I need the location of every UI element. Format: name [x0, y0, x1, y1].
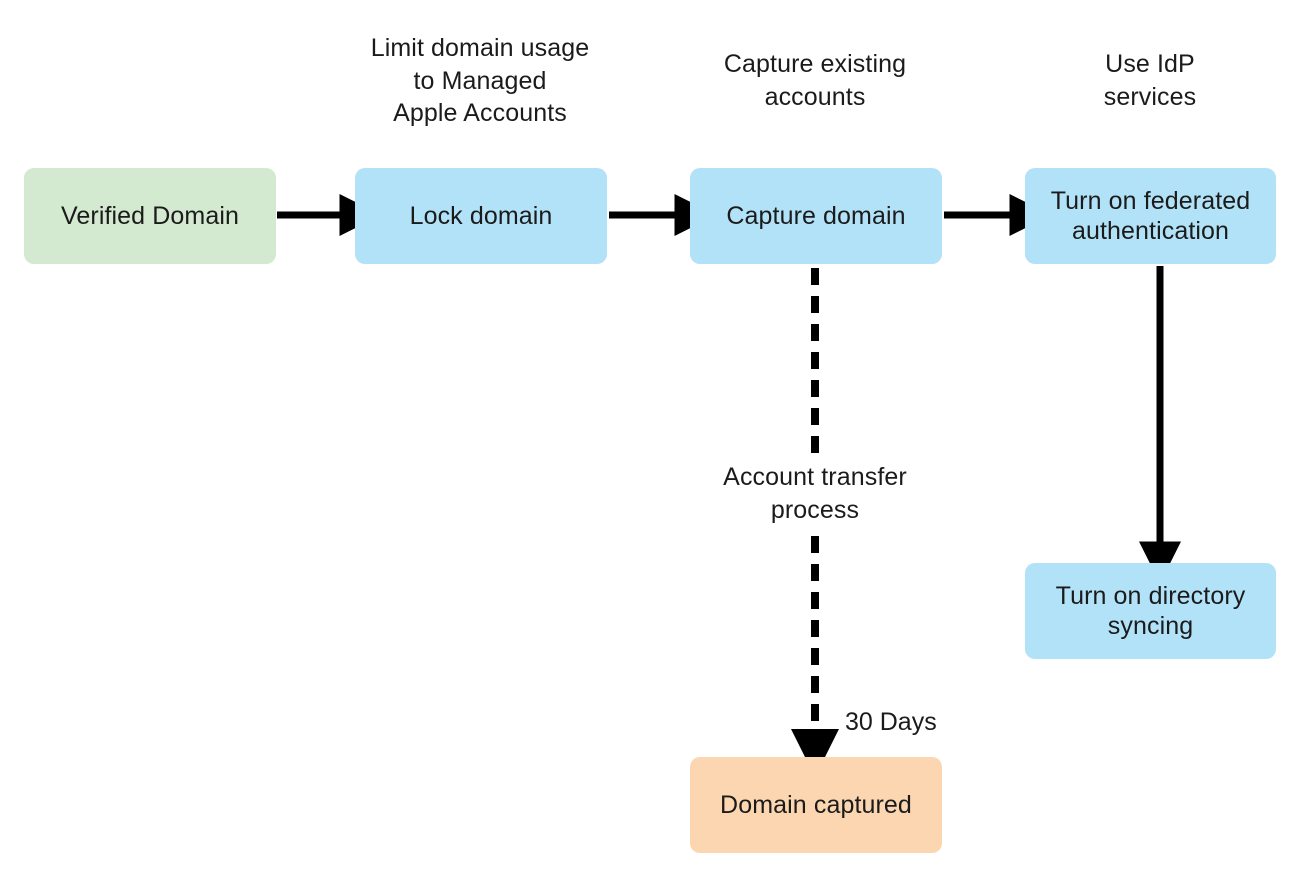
node-domain-captured[interactable]: Domain captured — [690, 757, 942, 853]
caption-lock-domain: Limit domain usage to Managed Apple Acco… — [370, 34, 590, 127]
caption-account-transfer-process: Account transfer process — [723, 463, 907, 524]
caption-30-days: 30 Days — [845, 708, 937, 736]
node-capture-domain[interactable]: Capture domain — [690, 168, 942, 264]
caption-federated-auth: Use IdP services — [1103, 50, 1197, 111]
caption-capture-domain: Capture existing accounts — [723, 50, 907, 111]
node-turn-on-federated-authentication[interactable]: Turn on federated authentication — [1025, 168, 1276, 264]
node-lock-domain[interactable]: Lock domain — [355, 168, 607, 264]
node-verified-domain[interactable]: Verified Domain — [24, 168, 276, 264]
node-turn-on-directory-syncing[interactable]: Turn on directory syncing — [1025, 563, 1276, 659]
